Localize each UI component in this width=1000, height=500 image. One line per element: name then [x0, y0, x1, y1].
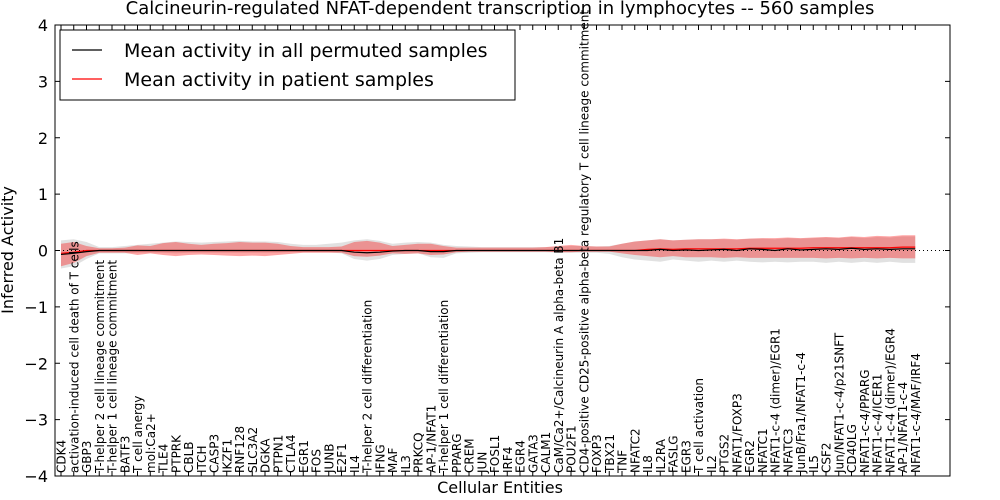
x-category-label: IL4	[348, 455, 362, 473]
series-line-permuted	[60, 247, 916, 256]
x-category-label: POU2F1	[565, 425, 579, 473]
y-tick-label: −3	[24, 411, 48, 430]
x-category-label: E2F1	[335, 443, 349, 473]
y-tick-label: 0	[38, 242, 48, 261]
x-category-label: T-helper 2 cell differentiation	[361, 300, 375, 474]
x-category-label: PTPRK	[169, 434, 183, 473]
y-tick-label: −4	[24, 467, 48, 486]
x-category-label: NFAT1-c-4 (dimer)/EGR4	[883, 328, 897, 473]
x-category-label: CD4-positive CD25-positive alpha-beta re…	[577, 10, 591, 473]
x-category-label: IL3	[399, 455, 413, 473]
x-category-label: T-helper 1 cell lineage commitment	[106, 260, 120, 474]
y-tick-label: −1	[24, 298, 48, 317]
x-category-label: IL2	[705, 455, 719, 473]
x-category-label: CREM	[463, 438, 477, 473]
x-category-label: CALM1	[539, 432, 553, 473]
x-category-label: PTPN1	[271, 435, 285, 473]
x-category-label: CDK4	[55, 440, 69, 473]
x-category-label: EGR4	[514, 440, 528, 473]
x-category-label: EGR1	[297, 440, 311, 473]
x-category-label: CASP3	[208, 434, 222, 473]
x-category-label: IL2RA	[654, 438, 668, 473]
x-category-label: JUN	[475, 452, 489, 474]
x-category-label: CSF2	[820, 442, 834, 473]
y-axis: 4 3 2 1 0 −1 −2 −3 −4	[24, 16, 950, 486]
y-axis-title: Inferred Activity	[0, 186, 17, 314]
x-category-label: T cell activation	[692, 378, 706, 474]
legend: Mean activity in all permuted samples Me…	[59, 29, 516, 101]
x-category-label: TBX21	[603, 434, 617, 474]
x-category-label: GBP3	[80, 441, 94, 473]
x-category-label: SLC3A2	[246, 427, 260, 473]
x-category-label: CaM/Ca2+/Calcineurin A alpha-beta B1	[552, 238, 566, 473]
y-tick-label: 4	[38, 16, 48, 35]
x-category-label: MAF	[386, 447, 400, 473]
legend-label-permuted: Mean activity in all permuted samples	[124, 40, 487, 62]
x-category-label: TLE4	[157, 444, 171, 474]
plot-area	[55, 235, 950, 269]
x-category-label: IKZF1	[220, 439, 234, 473]
x-category-label: CBLB	[182, 441, 196, 473]
x-category-label: RNF128	[233, 426, 247, 473]
x-category-label: T-helper 2 cell lineage commitment	[93, 260, 107, 474]
x-category-label: IRF4	[501, 447, 515, 473]
y-tick-label: 2	[38, 129, 48, 148]
x-category-label: FOXP3	[590, 434, 604, 473]
x-category-label: IL5	[807, 455, 821, 473]
x-category-label: JunB/Fra1/NFAT1-c-4	[794, 352, 808, 474]
x-category-label: FASLG	[667, 435, 681, 473]
x-category-label: NFAT1-c-4/ICER1	[871, 374, 885, 473]
x-category-label: AP-1/NFAT1	[424, 405, 438, 473]
x-category-label: T-helper 1 cell differentiation	[437, 300, 451, 474]
y-tick-label: −2	[24, 354, 48, 373]
x-category-label: ITCH	[195, 445, 209, 473]
x-category-label: JUNB	[322, 443, 336, 474]
x-category-label: NFATC3	[781, 428, 795, 473]
x-category-label: DGKA	[259, 438, 273, 473]
x-category-label: FOS	[310, 449, 324, 473]
band-permuted	[61, 236, 916, 269]
x-category-label: AP-1/NFAT1-c-4	[896, 382, 910, 473]
x-category-label: CTLA4	[284, 434, 298, 473]
x-category-label: T cell anergy	[131, 396, 145, 474]
x-category-label: NFAT1-c-4/PPARG	[858, 369, 872, 473]
x-category-label: TNF	[616, 450, 630, 474]
x-category-label: NFAT1/FOXP3	[730, 393, 744, 473]
x-category-label: NFAT1-c-4/MAF/IRF4	[909, 353, 923, 473]
x-category-label: EGR3	[679, 440, 693, 473]
x-category-label: IL8	[641, 455, 655, 473]
x-category-label: NFAT1-c-4 (dimer)/EGR1	[769, 328, 783, 473]
x-category-label: EGR2	[743, 440, 757, 473]
x-category-label: CD40LG	[845, 424, 859, 473]
x-category-label: activation-induced cell death of T cells	[67, 241, 81, 473]
x-category-label: BATF3	[118, 436, 132, 473]
legend-label-patient: Mean activity in patient samples	[124, 69, 434, 91]
x-category-label: PPARG	[450, 433, 464, 473]
x-category-label: mol:Ca2+	[144, 413, 158, 473]
x-category-label: Jun/NFAT1-c-4/p21SNFT	[832, 332, 846, 474]
x-category-label: PRKCQ	[412, 432, 426, 473]
x-category-label: GATA3	[526, 434, 540, 473]
x-category-label: FOSL1	[488, 435, 502, 473]
y-tick-label: 3	[38, 72, 48, 91]
x-axis-title: Cellular Entities	[437, 478, 563, 497]
x-category-label: NFATC1	[756, 428, 770, 473]
x-category-label: PTGS2	[718, 434, 732, 473]
chart-title: Calcineurin-regulated NFAT-dependent tra…	[126, 0, 875, 19]
y-tick-label: 1	[38, 185, 48, 204]
legend-box	[59, 29, 516, 101]
x-category-label: NFATC2	[628, 428, 642, 473]
x-category-label: IFNG	[373, 444, 387, 473]
